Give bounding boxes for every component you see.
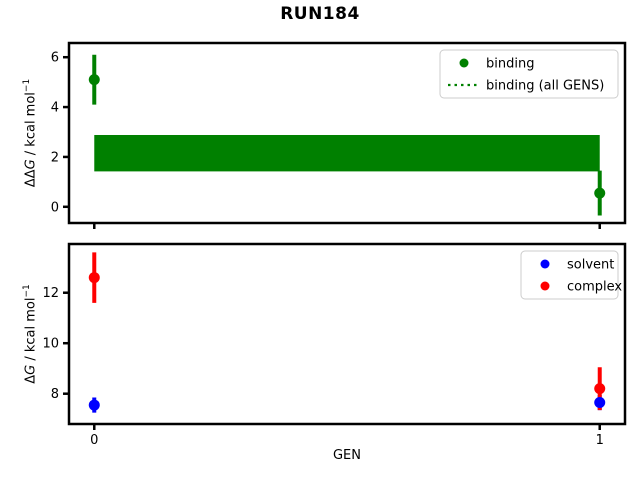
legend-label: binding (all GENS) [486,79,604,94]
ylabel-unit: / kcal mol [23,297,39,365]
x-tick-label: 1 [596,433,604,448]
bottom-y-axis-label: ΔG / kcal mol−1 [18,244,39,424]
legend-dot-icon [540,281,550,291]
ylabel-delta: Δ [23,374,39,384]
legend-label: complex [567,280,622,295]
data-point-complex [594,383,606,395]
data-point-solvent [88,399,100,411]
data-point-solvent [594,397,606,409]
legend-box [439,49,619,99]
legend-dot-icon [540,259,550,269]
band-binding-all-gens- [94,134,600,172]
figure-title: RUN184 [280,4,360,24]
data-point-binding [594,187,606,199]
data-point-binding [88,74,100,86]
x-tick-label: 0 [90,433,98,448]
ylabel-unit: / kcal mol [23,92,39,160]
y-tick-label: 0 [51,200,59,215]
ylabel-variable: G [23,159,39,170]
y-tick-label: 4 [51,101,59,116]
y-tick-label: 2 [51,150,59,165]
ylabel-exponent: −1 [22,284,32,298]
legend-label: binding [486,57,534,72]
ylabel-delta: ΔΔ [23,169,39,188]
legend-label: solvent [567,258,614,273]
data-point-complex [88,272,100,284]
ylabel-exponent: −1 [22,78,32,93]
y-tick-label: 10 [42,337,59,352]
top-y-axis-label: ΔΔG / kcal mol−1 [18,43,39,223]
legend-dot-icon [459,58,469,68]
y-tick-label: 12 [42,286,59,301]
x-axis-label: GEN [332,448,361,463]
ylabel-variable: G [23,364,39,375]
axes-frame [67,41,627,225]
y-tick-label: 8 [51,387,59,402]
y-tick-label: 6 [51,51,59,66]
axes-frame [67,242,627,426]
